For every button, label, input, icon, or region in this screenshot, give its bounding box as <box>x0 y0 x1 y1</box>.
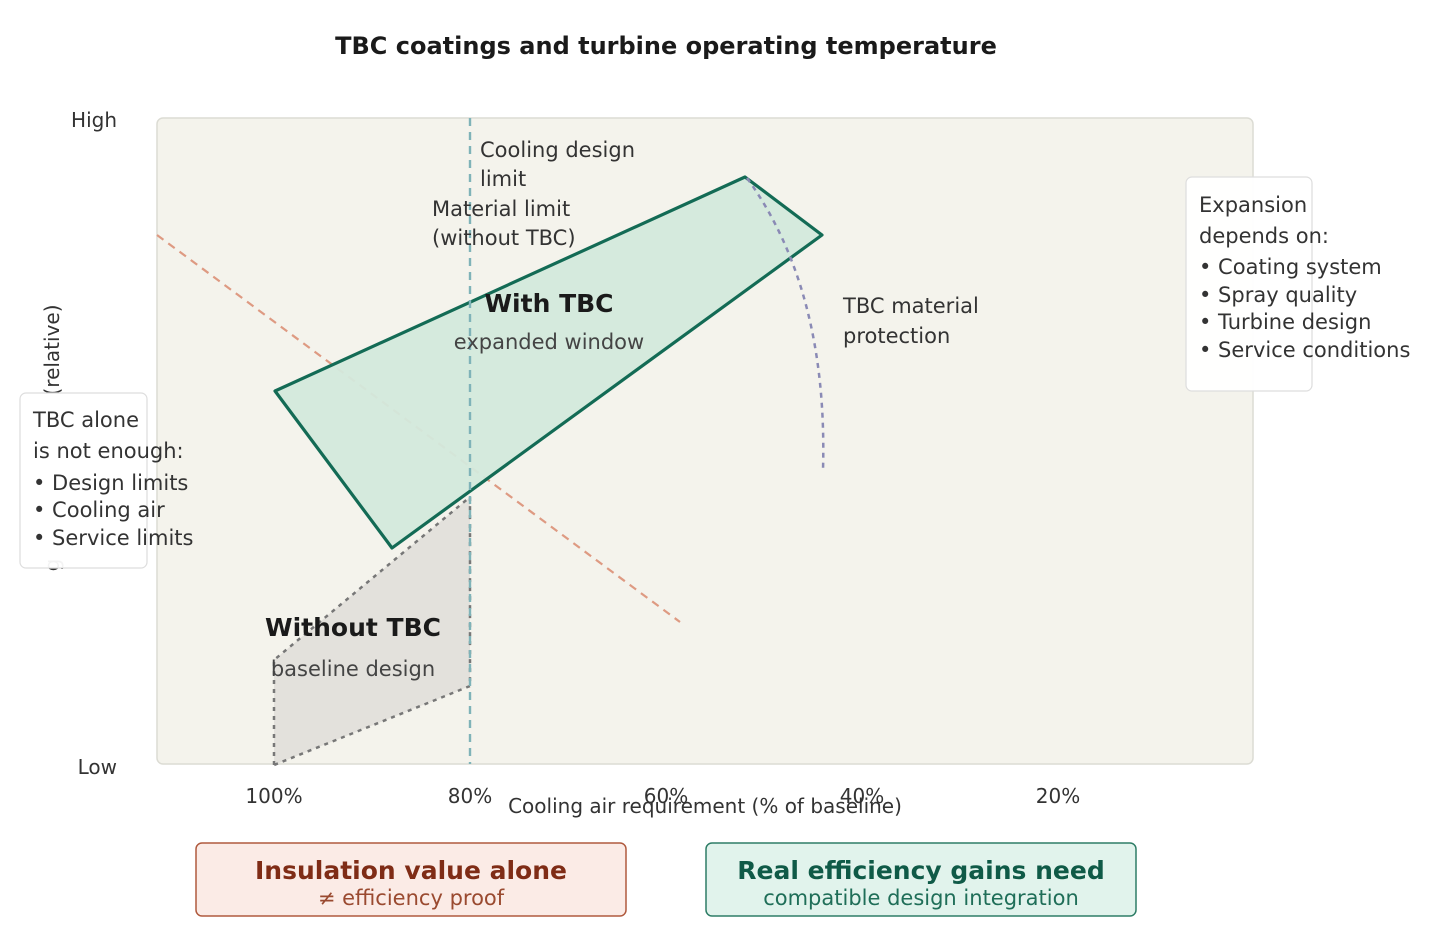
left-note-line1: TBC alone <box>32 408 139 432</box>
x-tick-40: 40% <box>840 784 884 808</box>
left-note-item: • Design limits <box>33 471 188 495</box>
efficiency-callout: Real efficiency gains need compatible de… <box>705 842 1137 917</box>
insulation-callout-subtitle: ≠ efficiency proof <box>318 886 505 910</box>
left-note-item: • Cooling air <box>33 498 165 522</box>
tbc-protection-curve <box>745 177 825 471</box>
material-limit-label: Material limit (without TBC) <box>432 197 577 250</box>
y-axis-label-fragment: (relative) <box>40 304 64 395</box>
x-tick-20: 20% <box>1036 784 1080 808</box>
chart-title: TBC coatings and turbine operating tempe… <box>335 32 997 60</box>
y-axis-low-label: Low <box>78 755 117 779</box>
left-note-line2: is not enough: <box>33 439 184 463</box>
right-note-line2: depends on: <box>1199 224 1329 248</box>
without-tbc-title: Without TBC <box>265 613 441 642</box>
efficiency-callout-subtitle: compatible design integration <box>763 886 1079 910</box>
tbc-protection-label: TBC material protection <box>842 294 986 348</box>
right-note-item: • Turbine design <box>1199 310 1371 334</box>
x-tick-100: 100% <box>245 784 302 808</box>
cooling-limit-label: Cooling design limit <box>480 138 642 191</box>
y-axis-high-label: High <box>71 108 117 132</box>
without-tbc-region <box>272 494 472 767</box>
insulation-callout: Insulation value alone ≠ efficiency proo… <box>195 842 627 917</box>
left-note-box: TBC alone is not enough: • Design limits… <box>19 392 193 569</box>
left-note-item: • Service limits <box>33 526 193 550</box>
right-note-item: • Coating system <box>1199 255 1382 279</box>
right-note-line1: Expansion <box>1199 193 1307 217</box>
right-note-box: Expansion depends on: • Coating system •… <box>1185 176 1410 392</box>
x-tick-60: 60% <box>644 784 688 808</box>
with-tbc-region <box>273 175 824 550</box>
right-note-item: • Spray quality <box>1199 283 1357 307</box>
with-tbc-subtitle: expanded window <box>454 330 644 354</box>
right-note-item: • Service conditions <box>1199 338 1410 362</box>
x-tick-80: 80% <box>448 784 492 808</box>
with-tbc-title: With TBC <box>484 289 613 318</box>
x-axis-label: Cooling air requirement (% of baseline) <box>508 794 902 818</box>
insulation-callout-title: Insulation value alone <box>255 856 567 885</box>
without-tbc-subtitle: baseline design <box>271 657 435 681</box>
efficiency-callout-title: Real efficiency gains need <box>737 856 1104 885</box>
